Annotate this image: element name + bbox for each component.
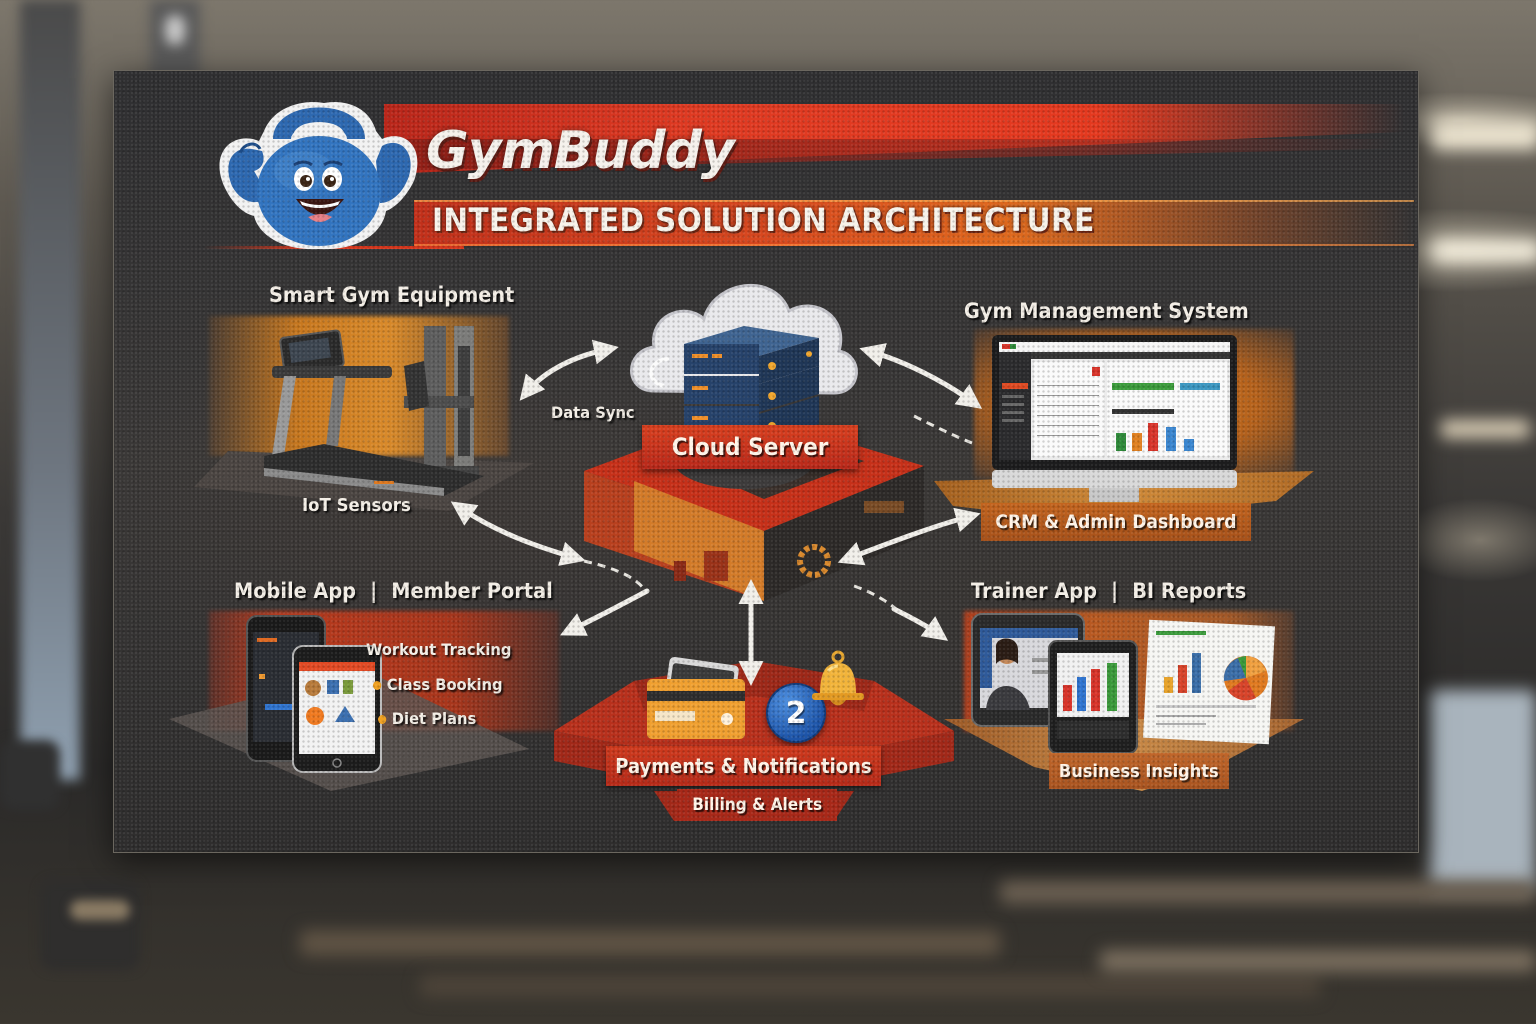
subtitle-orange-banner	[414, 200, 1414, 246]
monitor-dashboard-icon	[992, 335, 1237, 502]
credit-card-icon	[647, 656, 745, 739]
background-bench	[1000, 880, 1536, 904]
bell-icon	[812, 650, 864, 706]
caption-iot-sensors: IoT Sensors	[302, 495, 411, 516]
background-bench	[420, 975, 1320, 997]
feature-class-booking: Class Booking	[373, 675, 503, 694]
treadmill-icon	[264, 326, 484, 496]
background-light	[1430, 120, 1536, 150]
cloud-server-text: Cloud Server	[671, 433, 829, 461]
background-column	[20, 0, 80, 780]
title-separator: |	[370, 579, 378, 603]
connector-label-data-sync: Data Sync	[551, 403, 635, 422]
background-light	[165, 15, 185, 45]
bullet-icon	[373, 681, 382, 690]
section-title-mobile: Mobile App | Member Portal	[234, 579, 553, 603]
background-light	[1440, 420, 1530, 438]
section-title-equipment: Smart Gym Equipment	[269, 283, 515, 307]
member-portal-title: Member Portal	[391, 579, 553, 603]
background-window	[1430, 690, 1536, 890]
architecture-board: GymBuddy INTEGRATED SOLUTION ARCHITECTUR…	[113, 70, 1419, 853]
bar-chart-icon	[1048, 640, 1138, 754]
mobile-app-title: Mobile App	[234, 579, 357, 603]
brand-title: GymBuddy	[426, 121, 735, 181]
background-dumbbell	[70, 900, 130, 920]
arrow-to-trainer	[891, 606, 949, 641]
feature-workout-tracking: Workout Tracking	[366, 640, 512, 659]
arrow-iot-platform	[450, 501, 586, 566]
background-dumbbell	[40, 880, 140, 970]
title-separator: |	[1111, 579, 1119, 603]
section-title-trainer: Trainer App | BI Reports	[971, 579, 1246, 603]
caption-billing-alerts: Billing & Alerts	[677, 789, 837, 821]
background-bench	[1100, 950, 1536, 972]
smartphone-icon	[246, 615, 382, 773]
section-title-management: Gym Management System	[964, 299, 1249, 323]
flexing-kettlebell-mascot-icon	[219, 101, 418, 250]
notification-count: 2	[785, 695, 807, 731]
page-subtitle: INTEGRATED SOLUTION ARCHITECTURE	[432, 201, 1095, 239]
feature-diet-plans: Diet Plans	[378, 709, 476, 728]
bi-reports-title: BI Reports	[1132, 579, 1247, 603]
bullet-icon	[378, 715, 387, 724]
background-bench	[300, 930, 1000, 956]
trainer-app-title: Trainer App	[971, 579, 1097, 603]
cloud-server-label: Cloud Server	[642, 425, 858, 469]
background-light	[1430, 240, 1536, 262]
background-dumbbell	[0, 740, 60, 810]
cloud-server-stack-icon	[684, 326, 819, 442]
caption-crm-admin-dashboard: CRM & Admin Dashboard	[981, 503, 1251, 541]
pie-chart-icon	[1142, 619, 1276, 745]
caption-business-insights: Business Insights	[1049, 753, 1229, 789]
payments-notifications-label: Payments & Notifications	[606, 746, 881, 786]
